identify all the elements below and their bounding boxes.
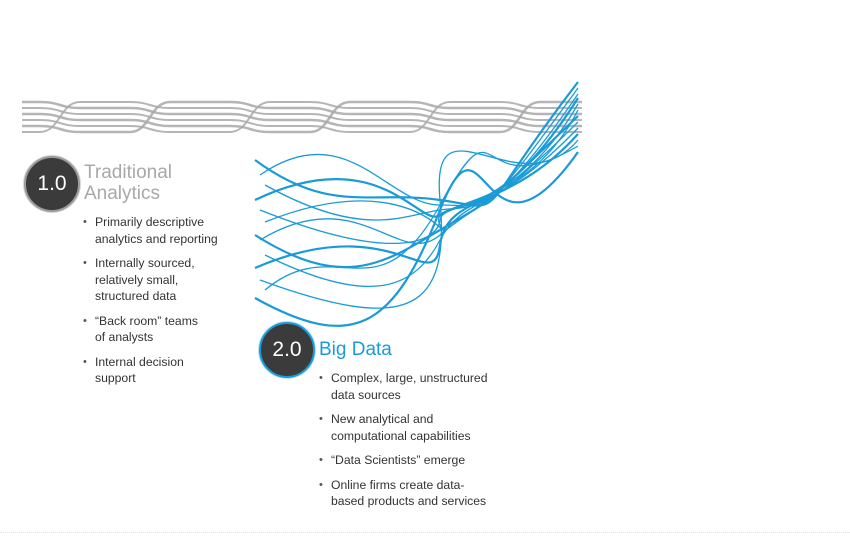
traditional-bullet: “Back room” teams of analysts: [83, 313, 243, 346]
bullet-text: based products and services: [331, 494, 487, 508]
bullet-text: Complex, large, unstructured: [331, 371, 488, 385]
bullet-text: Online firms create data-: [331, 477, 465, 492]
gray-flow-line: [22, 101, 582, 133]
blue-flow-line: [254, 133, 579, 270]
version-2-badge: 2.0: [259, 322, 315, 378]
bullet-text: support: [95, 371, 136, 385]
bullet-text: Internal decision: [95, 354, 184, 369]
gray-flow-line: [22, 101, 582, 133]
bullet-text: of analysts: [95, 330, 154, 344]
bigdata-bullet: Online firms create data- based products…: [319, 477, 529, 510]
traditional-bullet: Primarily descriptive analytics and repo…: [83, 214, 243, 247]
gray-flow-line: [22, 101, 582, 133]
traditional-flow-lines: [22, 100, 582, 134]
blue-flow-line: [254, 81, 579, 207]
traditional-title-line2: Analytics: [84, 183, 161, 204]
traditional-bullet: Internal decision support: [83, 354, 243, 387]
blue-flow-line: [264, 145, 579, 291]
blue-flow-line: [254, 151, 579, 327]
bullet-text: Primarily descriptive: [95, 215, 205, 229]
gray-flow-line: [22, 100, 582, 134]
version-1-label: 1.0: [37, 172, 67, 195]
version-2-label: 2.0: [272, 338, 302, 361]
bullet-text: computational capabilities: [331, 428, 471, 443]
traditional-analytics-title: Traditional Analytics: [84, 162, 204, 204]
bullet-text: structured data: [95, 289, 177, 303]
bigdata-bullet-list: Complex, large, unstructured data source…: [319, 370, 529, 518]
bullet-text: data sources: [331, 387, 401, 402]
traditional-bullet: Internally sourced, relatively small, st…: [83, 255, 243, 305]
blue-flow-line: [259, 139, 579, 309]
blue-flow-line: [259, 103, 579, 245]
traditional-title-line1: Traditional: [84, 162, 173, 183]
bullet-text: New analytical and: [331, 412, 434, 426]
bigdata-bullet: Complex, large, unstructured data source…: [319, 370, 529, 403]
bigdata-bullet: “Data Scientists” emerge: [319, 452, 529, 469]
bullet-text: relatively small,: [95, 272, 179, 287]
bullet-text: analytics and reporting: [95, 231, 218, 246]
traditional-bullet-list: Primarily descriptive analytics and repo…: [83, 214, 243, 395]
gray-flow-line: [22, 100, 582, 134]
big-data-title: Big Data: [319, 339, 392, 360]
bottom-divider: [0, 532, 850, 533]
version-1-badge: 1.0: [24, 156, 80, 212]
bigdata-flow-lines: [254, 81, 579, 327]
gray-flow-line: [22, 100, 582, 134]
blue-flow-line: [254, 115, 579, 269]
bullet-text: “Back room” teams: [95, 313, 198, 328]
bigdata-bullet: New analytical and computational capabil…: [319, 411, 529, 444]
blue-flow-line: [259, 121, 579, 245]
bullet-text: “Data Scientists” emerge: [331, 453, 466, 467]
bullet-text: Internally sourced,: [95, 256, 195, 270]
